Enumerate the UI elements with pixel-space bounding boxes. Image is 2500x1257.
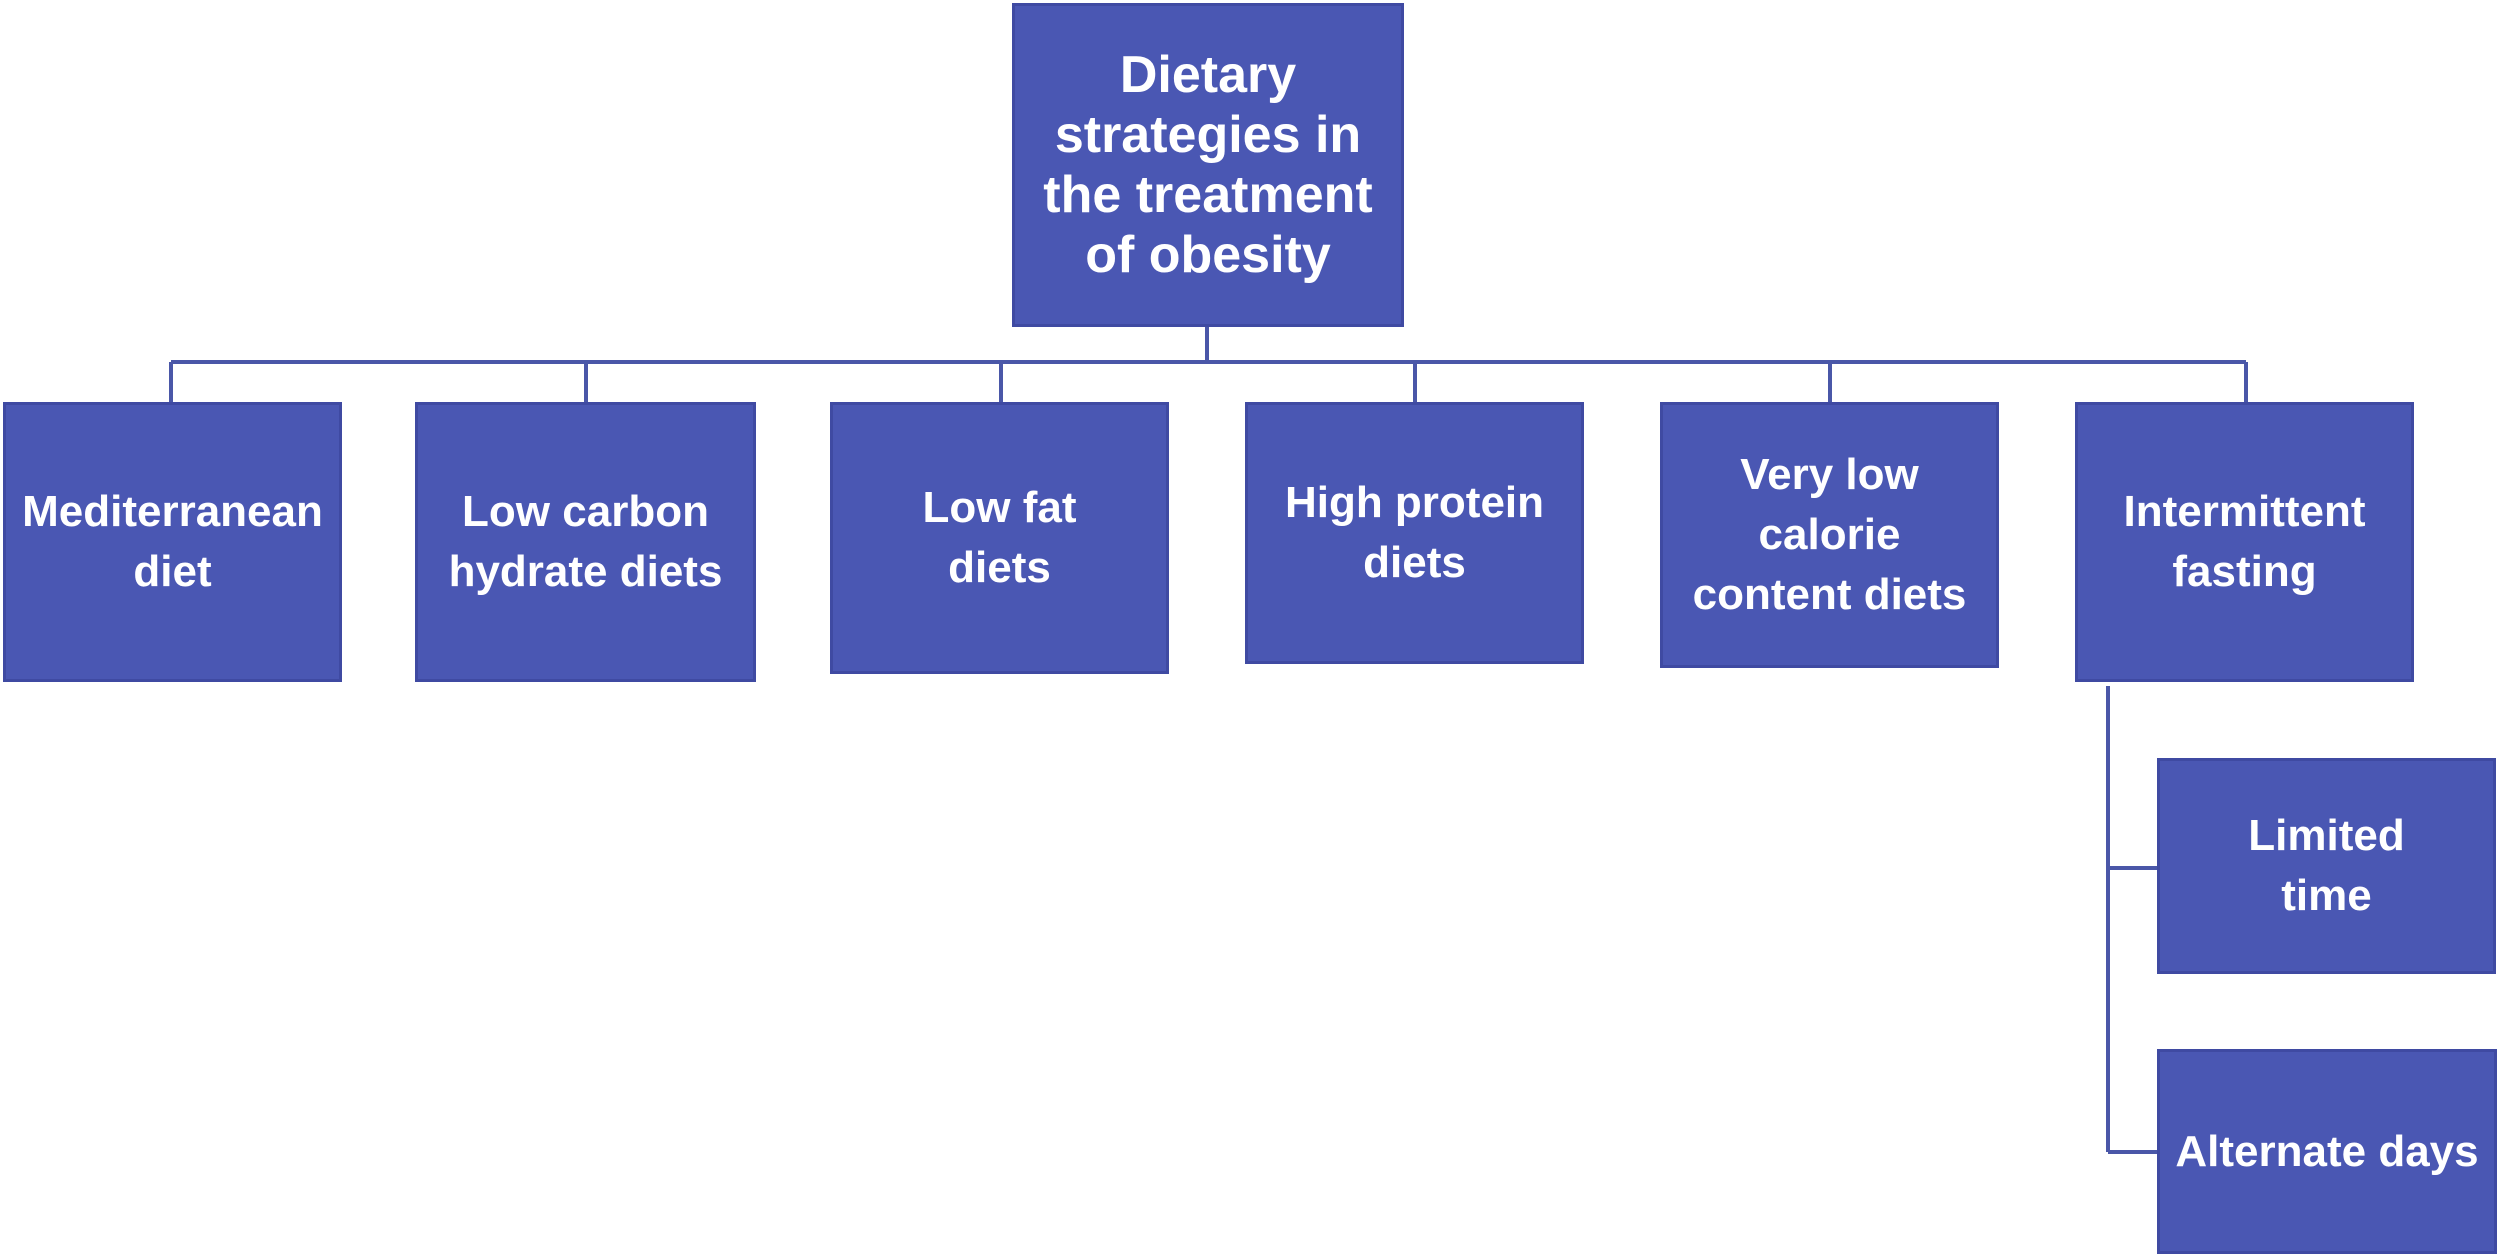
node-mediterranean-diet: Mediterranean diet (3, 402, 342, 682)
node-label: Very low calorie content diets (1692, 450, 1967, 619)
root-node-label: Dietary strategies in the treatment of o… (1043, 46, 1373, 284)
node-intermittent-fasting: Intermittent fasting (2075, 402, 2414, 682)
node-high-protein-diets: High protein diets (1245, 402, 1584, 664)
node-label: Low carbon hydrate diets (448, 487, 723, 596)
node-label: Limited time (2248, 811, 2405, 920)
node-very-low-calorie-content-diets: Very low calorie content diets (1660, 402, 1999, 668)
root-node-dietary-strategies: Dietary strategies in the treatment of o… (1012, 3, 1404, 327)
node-alternate-days: Alternate days (2157, 1049, 2497, 1254)
node-label: High protein diets (1284, 478, 1545, 587)
node-low-carbon-hydrate-diets: Low carbon hydrate diets (415, 402, 756, 682)
node-label: Intermittent fasting (2123, 487, 2366, 596)
node-label: Alternate days (2175, 1126, 2479, 1176)
node-label: Mediterranean diet (22, 487, 323, 596)
node-label: Low fat diets (922, 483, 1077, 592)
node-limited-time: Limited time (2157, 758, 2496, 974)
node-low-fat-diets: Low fat diets (830, 402, 1169, 674)
